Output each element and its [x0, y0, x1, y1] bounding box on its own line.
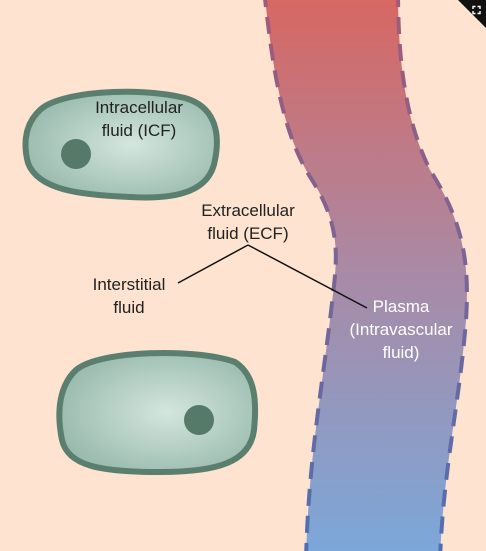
interstitial-label-line1: Interstitial	[92, 275, 166, 294]
ecf-label: Extracellular fluid (ECF)	[180, 199, 316, 245]
plasma-label-line3: fluid)	[382, 343, 420, 362]
interstitial-label: Interstitial fluid	[76, 273, 182, 319]
vessel-wall-left	[263, 0, 338, 551]
interstitial-label-line2: fluid	[113, 298, 145, 317]
icf-label: Intracellular fluid (ICF)	[74, 96, 204, 142]
blood-vessel	[265, 0, 467, 551]
expand-icon[interactable]	[456, 0, 486, 30]
icf-label-line2: fluid (ICF)	[101, 121, 177, 140]
ecf-label-line2: fluid (ECF)	[207, 224, 289, 243]
cell-bottom	[56, 350, 259, 476]
icf-label-line1: Intracellular	[95, 98, 183, 117]
ecf-label-line1: Extracellular	[201, 201, 295, 220]
cell-top	[22, 88, 220, 201]
ecf-leader-to-plasma	[247, 244, 368, 309]
plasma-label: Plasma (Intravascular fluid)	[334, 295, 468, 364]
plasma-label-line2: (Intravascular	[349, 320, 453, 339]
ecf-leader-to-interstitial	[177, 244, 249, 284]
nucleus-bottom	[184, 405, 214, 435]
vessel-wall-right	[396, 0, 469, 551]
plasma-label-line1: Plasma	[372, 297, 430, 316]
nucleus-top	[61, 139, 91, 169]
